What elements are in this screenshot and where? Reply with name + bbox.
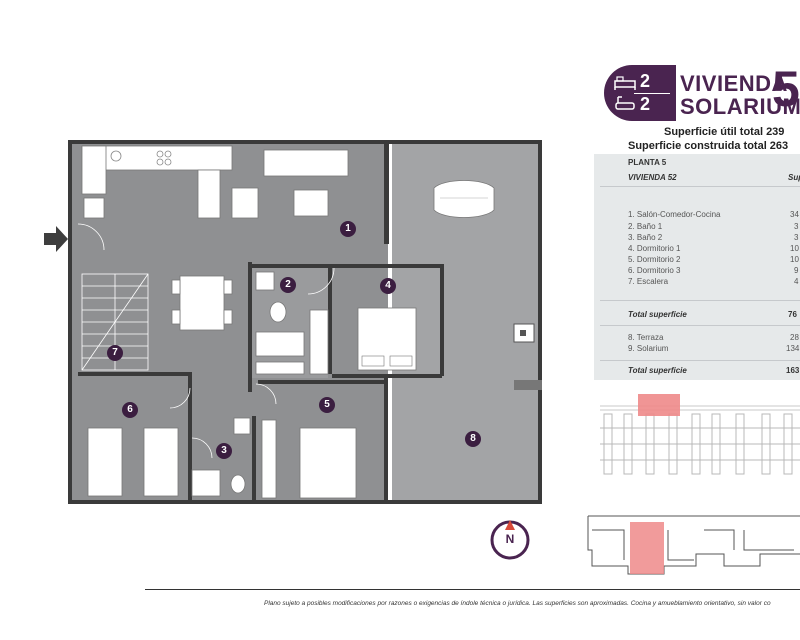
surface-table <box>594 154 800 380</box>
compass-icon: N <box>488 518 532 562</box>
room-row-label: 6. Dormitorio 3 <box>628 266 681 275</box>
outdoor-row-label: 9. Solarium <box>628 344 669 353</box>
bath-icon <box>614 95 636 116</box>
outdoor-row-value: 28 <box>790 333 799 342</box>
total-label: Total superficie <box>628 366 687 375</box>
outdoor-row-label: 8. Terraza <box>628 333 664 342</box>
superficie-util: Superficie útil total 239 <box>664 126 785 138</box>
room-pin: 7 <box>107 345 123 361</box>
room-pin: 4 <box>380 278 396 294</box>
room-pin: 5 <box>319 397 335 413</box>
footer-disclaimer: Plano sujeto a posibles modificaciones p… <box>264 600 771 607</box>
table-divider <box>600 325 800 326</box>
table-divider <box>600 186 800 187</box>
room-row-label: 1. Salón-Comedor-Cocina <box>628 210 721 219</box>
floor-keyplan <box>587 515 800 575</box>
room-row-value: 34 <box>790 210 799 219</box>
room-pin: 3 <box>216 443 232 459</box>
room-row-label: 4. Dormitorio 1 <box>628 244 681 253</box>
room-row-label: 2. Baño 1 <box>628 222 663 231</box>
room-row-value: 10 <box>790 255 799 264</box>
table-vivienda: VIVIENDA 52 <box>628 173 677 182</box>
floor-plan <box>68 140 542 504</box>
room-row-label: 5. Dormitorio 2 <box>628 255 681 264</box>
room-row-value: 4 <box>794 277 799 286</box>
table-divider <box>600 300 800 301</box>
compass-label: N <box>505 532 515 546</box>
title-solarium: SOLARIUM <box>680 94 800 119</box>
badge-divider <box>634 93 670 94</box>
room-pin: 6 <box>122 402 138 418</box>
unit-highlight <box>638 394 680 416</box>
table-planta: PLANTA 5 <box>628 158 667 167</box>
room-row-label: 3. Baño 2 <box>628 233 663 242</box>
room-row-value: 3 <box>794 222 799 231</box>
room-row-label: 7. Escalera <box>628 277 669 286</box>
room-pin: 2 <box>280 277 296 293</box>
total-label: Total superficie <box>628 310 687 319</box>
room-pin: 8 <box>465 431 481 447</box>
unit-number: 5 <box>772 61 800 117</box>
footer-rule <box>145 589 800 590</box>
room-pin: 1 <box>340 221 356 237</box>
room-row-value: 3 <box>794 233 799 242</box>
outdoor-row-value: 134 <box>786 344 800 353</box>
total-value: 76 <box>788 310 797 319</box>
room-row-value: 10 <box>790 244 799 253</box>
elevation-keyplan <box>594 394 800 480</box>
entry-arrow-icon <box>44 226 68 252</box>
table-divider <box>600 360 800 361</box>
table-sup-header: Sup <box>788 173 800 182</box>
bathroom-count: 2 <box>640 94 651 114</box>
room-row-value: 9 <box>794 266 799 275</box>
brand-badge: 2 2 <box>604 65 676 121</box>
total-value: 163 <box>786 366 800 375</box>
bed-icon <box>614 73 636 94</box>
bedroom-count: 2 <box>640 71 651 91</box>
superficie-construida: Superficie construida total 263 <box>628 140 789 152</box>
title-vivienda: VIVIENDA <box>680 71 788 96</box>
unit-location-highlight <box>630 522 664 574</box>
